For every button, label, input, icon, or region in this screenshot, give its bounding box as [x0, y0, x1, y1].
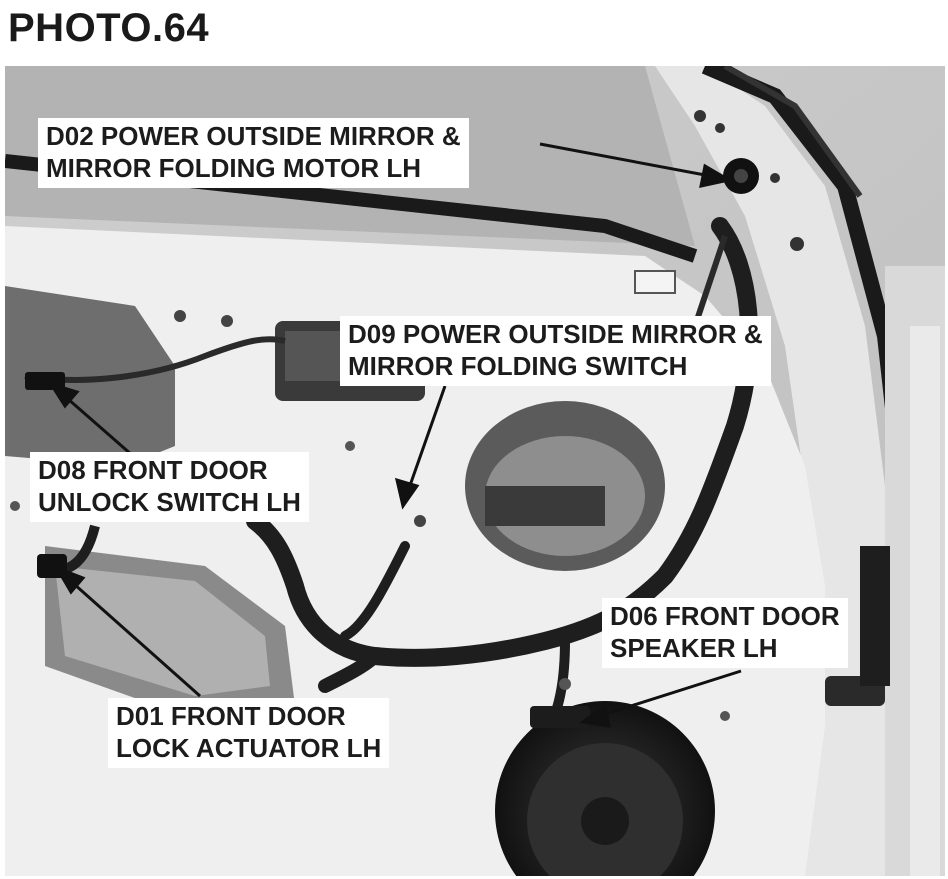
- callout-d02-line1: D02 POWER OUTSIDE MIRROR &: [46, 121, 461, 151]
- callout-d08-line2: UNLOCK SWITCH LH: [38, 487, 301, 517]
- callout-d02: D02 POWER OUTSIDE MIRROR & MIRROR FOLDIN…: [38, 118, 469, 188]
- callout-d09: D09 POWER OUTSIDE MIRROR & MIRROR FOLDIN…: [340, 316, 771, 386]
- page-title: PHOTO.64: [8, 6, 210, 50]
- callout-d01: D01 FRONT DOOR LOCK ACTUATOR LH: [108, 698, 390, 768]
- callout-d02-line2: MIRROR FOLDING MOTOR LH: [46, 153, 422, 183]
- callout-d09-line2: MIRROR FOLDING SWITCH: [348, 351, 688, 381]
- callout-d06-line2: SPEAKER LH: [610, 633, 778, 663]
- callout-d01-line1: D01 FRONT DOOR: [116, 701, 346, 731]
- leader-arrows: [47, 142, 742, 728]
- callout-d09-line1: D09 POWER OUTSIDE MIRROR &: [348, 319, 763, 349]
- callout-d06: D06 FRONT DOOR SPEAKER LH: [602, 598, 848, 668]
- callout-d06-line1: D06 FRONT DOOR: [610, 601, 840, 631]
- callout-d08-line1: D08 FRONT DOOR: [38, 455, 268, 485]
- door-photo-illustration: [5, 66, 945, 876]
- callout-d01-line2: LOCK ACTUATOR LH: [116, 733, 382, 763]
- callout-d08: D08 FRONT DOOR UNLOCK SWITCH LH: [30, 452, 309, 522]
- door-interior-photo: [5, 66, 945, 876]
